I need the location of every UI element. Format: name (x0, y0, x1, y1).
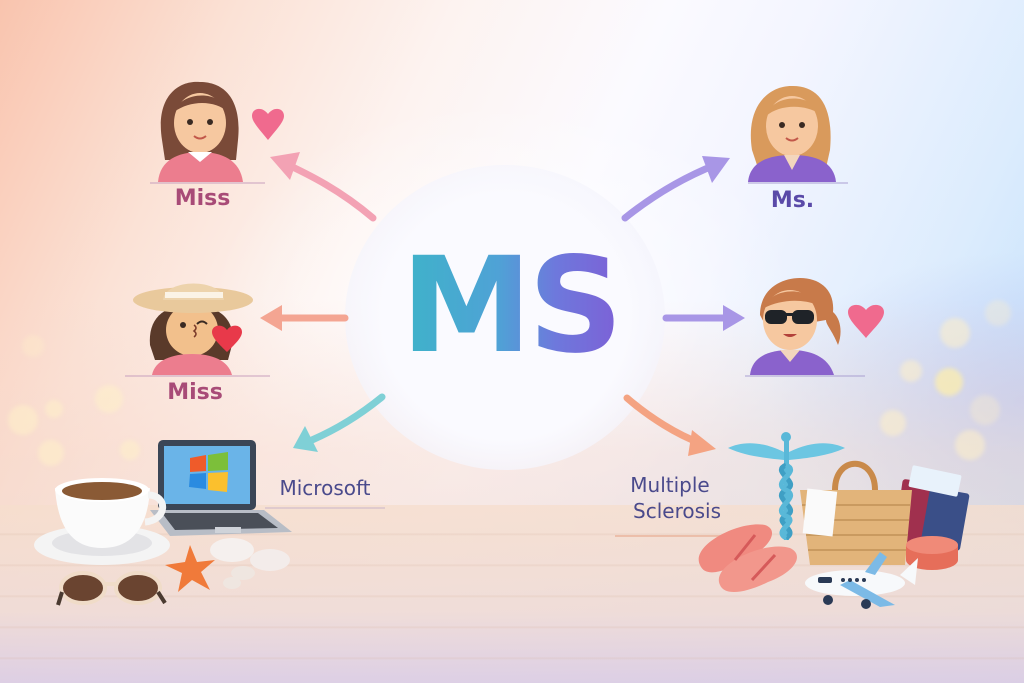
toy-airplane-icon (805, 552, 918, 609)
starfish-icon (165, 545, 215, 592)
coffee-cup-icon (55, 478, 167, 548)
label-line: Sclerosis (633, 499, 721, 523)
label-miss-2: Miss (167, 380, 223, 405)
round-case-icon (906, 536, 958, 570)
flip-flops-icon (698, 524, 797, 593)
label-miss: Miss (174, 186, 231, 211)
label-microsoft: Microsoft (279, 476, 371, 500)
label-ms: Ms. (770, 188, 815, 213)
label-line: Multiple (630, 473, 710, 497)
divider (745, 375, 865, 377)
arrow-to-microsoft (293, 393, 386, 452)
windows-logo-icon (189, 452, 228, 492)
sunglasses-icon (56, 571, 167, 606)
arrow-to-miss (270, 152, 377, 222)
ms-title: MS (395, 236, 625, 376)
divider (150, 182, 265, 184)
seashells-icon (210, 538, 290, 589)
arrow-to-ms (621, 156, 730, 222)
arrow-to-ms-sunglasses (662, 305, 745, 331)
divider (748, 182, 848, 184)
label-multiple-sclerosis: Multiple Sclerosis (615, 472, 725, 524)
arrow-to-multiple-sclerosis (623, 394, 716, 456)
straw-bag-icon (800, 460, 912, 565)
divider (615, 535, 735, 537)
center-circle (345, 165, 665, 470)
divider (125, 375, 270, 377)
arrow-to-miss-hat (260, 305, 349, 331)
divider (265, 507, 385, 509)
